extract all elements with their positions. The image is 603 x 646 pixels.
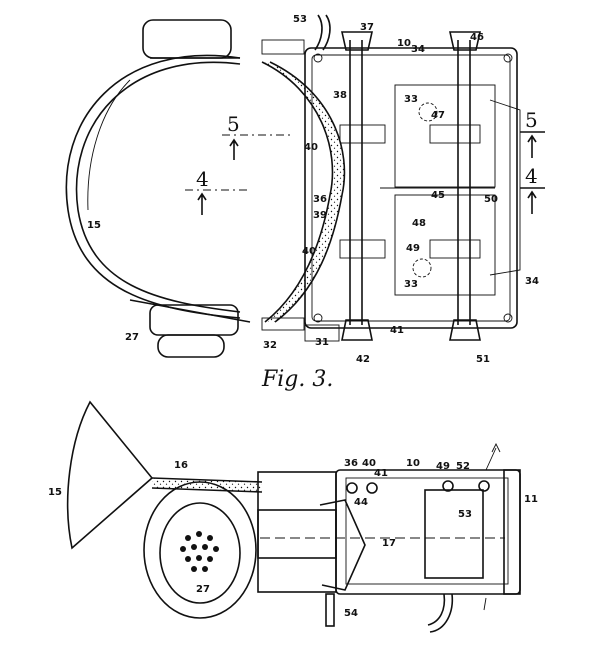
ref-15-side: 15 bbox=[48, 487, 62, 498]
ref-53: 53 bbox=[293, 14, 307, 25]
ref-34-top: 34 bbox=[411, 44, 425, 55]
ref-37: 37 bbox=[360, 22, 374, 33]
figure-label: Fig. 3. bbox=[261, 367, 333, 392]
top-view-reference-numerals: 53 37 10 34 46 38 33 47 40 36 45 50 39 4… bbox=[87, 14, 539, 365]
top-view bbox=[65, 14, 545, 358]
ref-31: 31 bbox=[315, 337, 329, 348]
ref-11: 11 bbox=[524, 494, 538, 505]
speaker-grille bbox=[180, 531, 219, 572]
ref-41-top: 41 bbox=[390, 325, 404, 336]
ref-51: 51 bbox=[476, 354, 490, 365]
ref-40-lower: 40 bbox=[302, 246, 316, 257]
ref-32: 32 bbox=[263, 340, 277, 351]
ref-36-side: 36 bbox=[344, 458, 358, 469]
ref-10-side: 10 bbox=[406, 458, 420, 469]
ref-15-top: 15 bbox=[87, 220, 101, 231]
ref-34-right: 34 bbox=[525, 276, 539, 287]
ref-47: 47 bbox=[431, 110, 445, 121]
ref-36: 36 bbox=[313, 194, 327, 205]
ref-49: 49 bbox=[406, 243, 420, 254]
ref-17: 17 bbox=[382, 538, 396, 549]
ref-41-side: 41 bbox=[374, 468, 388, 479]
ref-40-side: 40 bbox=[362, 458, 376, 469]
ref-46: 46 bbox=[470, 32, 484, 43]
side-view bbox=[66, 400, 521, 633]
ref-38: 38 bbox=[333, 90, 347, 101]
ref-27-side: 27 bbox=[196, 584, 210, 595]
ref-50: 50 bbox=[484, 194, 498, 205]
ref-49-side: 49 bbox=[436, 461, 450, 472]
ref-44: 44 bbox=[354, 497, 368, 508]
ref-27-top: 27 bbox=[125, 332, 139, 343]
ref-45: 45 bbox=[431, 190, 445, 201]
ref-16: 16 bbox=[174, 460, 188, 471]
ref-40-upper: 40 bbox=[304, 142, 318, 153]
ref-10: 10 bbox=[397, 38, 411, 49]
ref-53-side: 53 bbox=[458, 509, 472, 520]
ref-33-bottom: 33 bbox=[404, 279, 418, 290]
ref-42: 42 bbox=[356, 354, 370, 365]
ref-52: 52 bbox=[456, 461, 470, 472]
ref-39: 39 bbox=[313, 210, 327, 221]
section-mark-4-left: 4 bbox=[196, 167, 209, 191]
section-mark-5-left: 5 bbox=[227, 112, 240, 136]
section-mark-5-right: 5 bbox=[525, 108, 538, 132]
ref-48: 48 bbox=[412, 218, 426, 229]
ref-33-top: 33 bbox=[404, 94, 418, 105]
ref-54: 54 bbox=[344, 608, 358, 619]
section-mark-4-right: 4 bbox=[525, 164, 538, 188]
side-view-reference-numerals: 15 16 36 40 41 10 49 52 11 44 53 17 27 5… bbox=[48, 458, 538, 619]
